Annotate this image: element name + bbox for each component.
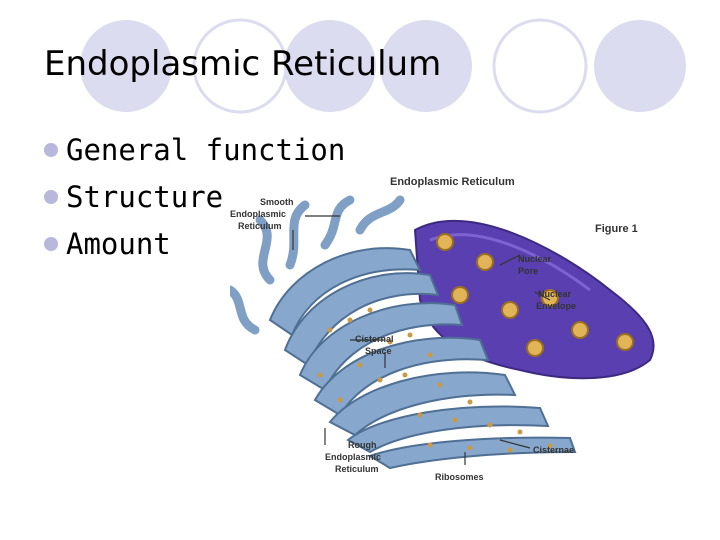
figure-number-label: Figure 1: [595, 223, 638, 235]
bullet-list: General function Structure Amount: [44, 130, 345, 271]
rough-er-label-line2: Endoplasmic: [325, 452, 381, 462]
rough-er-label-line3: Reticulum: [335, 464, 379, 474]
bullet-item: Structure: [44, 177, 345, 224]
smooth-er-tubules: [230, 195, 405, 335]
cisternal-space-label-line2: Space: [365, 346, 392, 356]
cisternae-label: Cisternae: [533, 445, 574, 455]
bullet-dot-icon: [44, 237, 58, 251]
bullet-item: Amount: [44, 224, 345, 271]
smooth-er-label-line3: Reticulum: [238, 221, 282, 231]
nuclear-pores: [436, 233, 634, 357]
smooth-er-label-line2: Endoplasmic: [230, 209, 286, 219]
bullet-text: General function: [66, 133, 346, 167]
figure-heading: Endoplasmic Reticulum: [390, 176, 515, 188]
ribosomes: [317, 307, 553, 453]
smooth-er-label-line1: Smooth: [260, 197, 294, 207]
er-figure: Endoplasmic Reticulum Figure 1 Smooth En…: [230, 170, 670, 500]
bullet-item: General function: [44, 130, 345, 177]
leader-lines: [292, 215, 551, 465]
er-cisternae: [268, 247, 577, 470]
bullet-dot-icon: [44, 143, 58, 157]
bullet-dot-icon: [44, 190, 58, 204]
cisternal-space-label-line1: Cisternal: [355, 334, 394, 344]
decorative-circle: [80, 20, 172, 112]
decorative-circle: [492, 18, 588, 114]
nuclear-envelope-label-line2: Envelope: [536, 301, 576, 311]
nuclear-pore-label-line1: Nuclear: [518, 254, 552, 264]
bullet-text: Amount: [66, 227, 171, 261]
rough-er-label-line1: Rough: [348, 440, 377, 450]
bullet-text: Structure: [66, 180, 224, 214]
decorative-circle: [380, 20, 472, 112]
slide-title: Endoplasmic Reticulum: [44, 44, 442, 84]
nuclear-envelope-label-line1: Nuclear: [538, 289, 572, 299]
ribosomes-label: Ribosomes: [435, 472, 484, 482]
nuclear-pore-label-line2: Pore: [518, 266, 538, 276]
decorative-circle: [284, 20, 376, 112]
decorative-circle: [594, 20, 686, 112]
